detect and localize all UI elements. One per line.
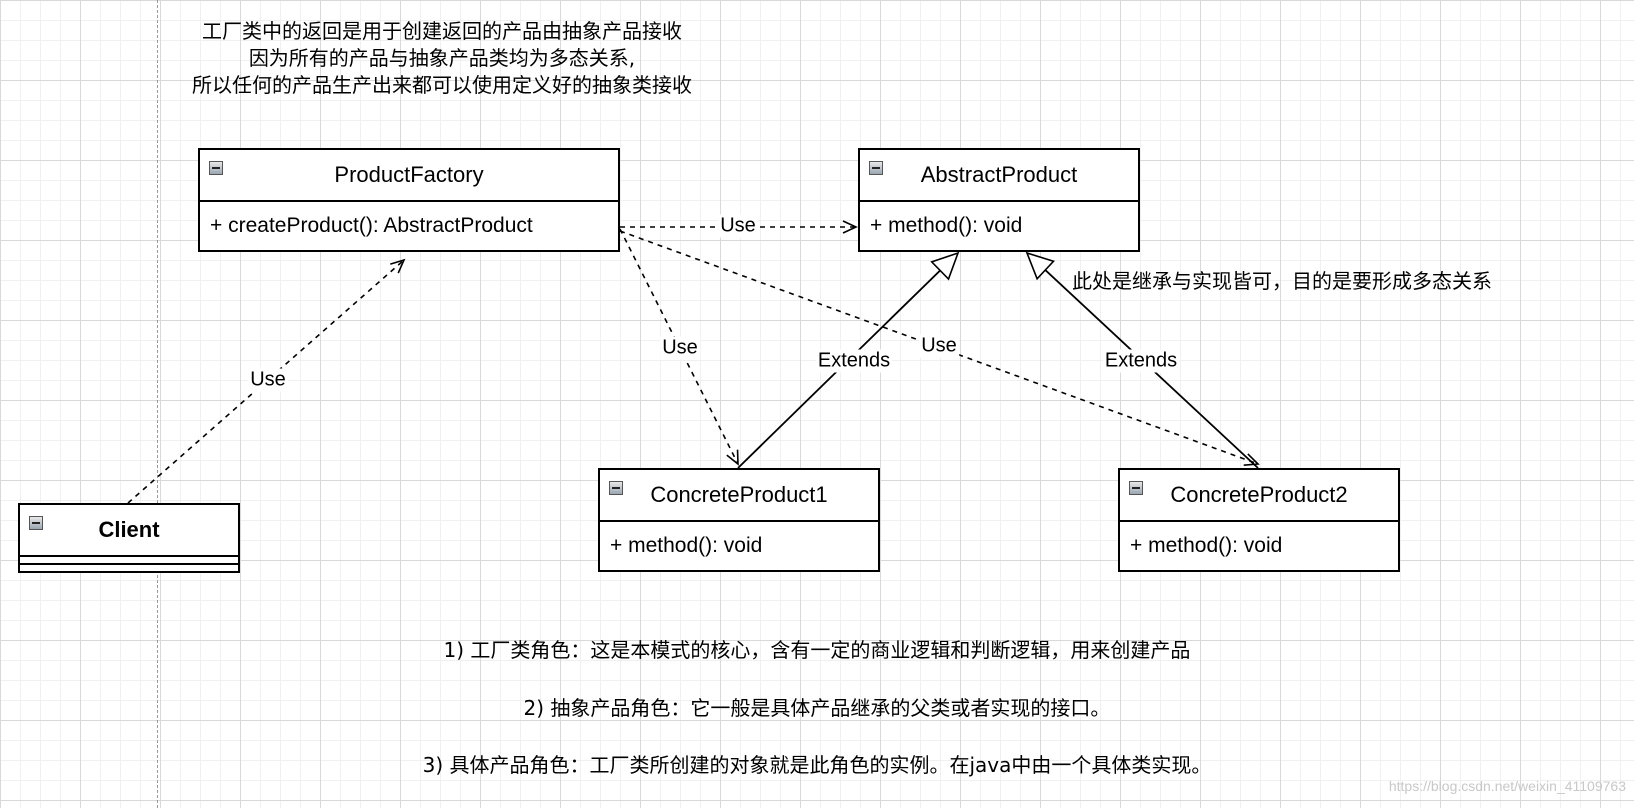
collapse-toggle-icon[interactable] (609, 481, 623, 495)
class-member: + method(): void (1130, 534, 1283, 557)
class-header: Client (20, 505, 238, 557)
class-name: ProductFactory (334, 162, 484, 187)
class-header: ConcreteProduct1 (600, 470, 878, 522)
class-concrete-product-1[interactable]: ConcreteProduct1 + method(): void (598, 468, 880, 572)
class-member: + method(): void (610, 534, 763, 557)
class-header: ProductFactory (200, 150, 618, 202)
extends-label-cp1: Extends (815, 349, 893, 373)
watermark: https://blog.csdn.net/weixin_41109763 (1388, 778, 1626, 794)
inheritance-note: 此处是继承与实现皆可，目的是要形成多态关系 (1072, 269, 1492, 293)
top-note: 工厂类中的返回是用于创建返回的产品由抽象产品接收 因为所有的产品与抽象产品类均为… (147, 18, 737, 99)
use-label-factory-cp2: Use (919, 334, 959, 358)
collapse-toggle-icon[interactable] (29, 516, 43, 530)
collapse-toggle-icon[interactable] (209, 161, 223, 175)
class-abstract-product[interactable]: AbstractProduct + method(): void (858, 148, 1140, 252)
role-description-3: 3) 具体产品角色：工厂类所创建的对象就是此角色的实例。在java中由一个具体类… (422, 753, 1212, 777)
class-member: + method(): void (870, 214, 1023, 237)
class-product-factory[interactable]: ProductFactory + createProduct(): Abstra… (198, 148, 620, 252)
class-name: ConcreteProduct1 (650, 482, 828, 507)
role-description-2: 2) 抽象产品角色：它一般是具体产品继承的父类或者实现的接口。 (523, 696, 1111, 720)
class-client[interactable]: Client (18, 503, 240, 573)
collapse-toggle-icon[interactable] (869, 161, 883, 175)
top-note-line-3: 所以任何的产品生产出来都可以使用定义好的抽象类接收 (192, 73, 692, 97)
top-note-line-2: 因为所有的产品与抽象产品类均为多态关系, (248, 46, 636, 70)
class-header: ConcreteProduct2 (1120, 470, 1398, 522)
class-name: AbstractProduct (920, 162, 1078, 187)
role-description-1: 1) 工厂类角色：这是本模式的核心，含有一定的商业逻辑和判断逻辑，用来创建产品 (443, 638, 1191, 662)
top-note-line-1: 工厂类中的返回是用于创建返回的产品由抽象产品接收 (202, 19, 682, 43)
vertical-guide-line (157, 0, 158, 808)
use-label-factory-cp1: Use (660, 336, 700, 360)
use-edge-factory-cp2 (619, 230, 1260, 466)
collapse-toggle-icon[interactable] (1129, 481, 1143, 495)
class-name: ConcreteProduct2 (1170, 482, 1348, 507)
class-name: Client (98, 517, 160, 542)
use-label-client-factory: Use (248, 368, 288, 392)
class-member: + createProduct(): AbstractProduct (210, 214, 533, 237)
class-attribute-compartment (20, 557, 238, 565)
class-header: AbstractProduct (860, 150, 1138, 202)
extends-label-cp2: Extends (1102, 349, 1180, 373)
class-concrete-product-2[interactable]: ConcreteProduct2 + method(): void (1118, 468, 1400, 572)
use-label-factory-abstract: Use (718, 214, 758, 238)
